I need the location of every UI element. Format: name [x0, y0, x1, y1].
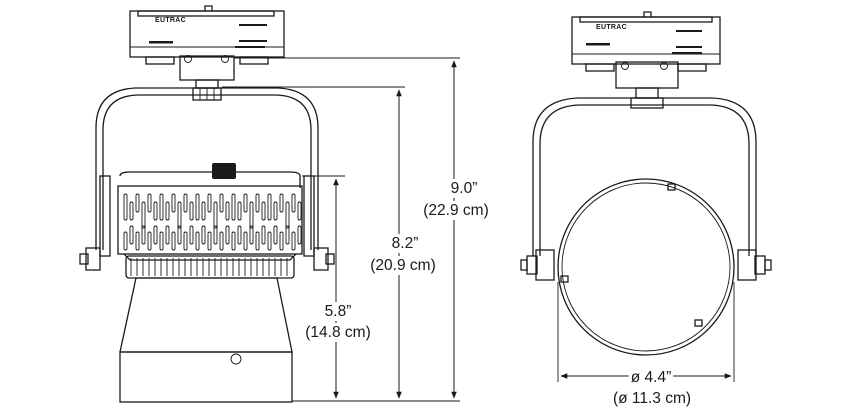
- front-lens: [557, 178, 735, 356]
- body-height-imperial: 5.8”: [325, 303, 352, 320]
- body-height-metric: (14.8 cm): [305, 324, 370, 341]
- side-reflector: [119, 277, 293, 403]
- side-brand-label: EUTRAC: [155, 17, 186, 24]
- dimension-diameter: ø 4.4” (ø 11.3 cm): [560, 368, 732, 408]
- front-brand-label: EUTRAC: [596, 24, 627, 31]
- diameter-metric: (ø 11.3 cm): [613, 390, 691, 407]
- side-fins: [123, 193, 302, 251]
- side-yoke: [79, 87, 335, 271]
- side-extension-lines: [222, 57, 460, 402]
- dimension-body-height: 5.8” (14.8 cm): [303, 178, 373, 399]
- overall-height-metric: (22.9 cm): [423, 202, 488, 219]
- side-track-adapter: EUTRAC: [129, 5, 285, 65]
- dimension-overall-height: 9.0” (22.9 cm): [421, 60, 491, 399]
- front-extension-lines: [557, 282, 735, 382]
- front-track-adapter: EUTRAC: [571, 11, 721, 72]
- dimension-fixture-height: 8.2” (20.9 cm): [368, 89, 438, 399]
- front-stem: [615, 61, 679, 109]
- side-heatsink: [117, 163, 303, 279]
- diameter-imperial: ø 4.4”: [631, 369, 671, 386]
- fixture-height-imperial: 8.2”: [392, 235, 419, 252]
- side-view: EUTRAC: [79, 5, 491, 403]
- front-view: EUTRAC: [520, 11, 772, 408]
- front-yoke: [520, 97, 772, 281]
- side-ribs: [130, 258, 288, 276]
- fixture-height-metric: (20.9 cm): [370, 257, 435, 274]
- overall-height-imperial: 9.0”: [451, 180, 478, 197]
- side-stem: [179, 55, 235, 101]
